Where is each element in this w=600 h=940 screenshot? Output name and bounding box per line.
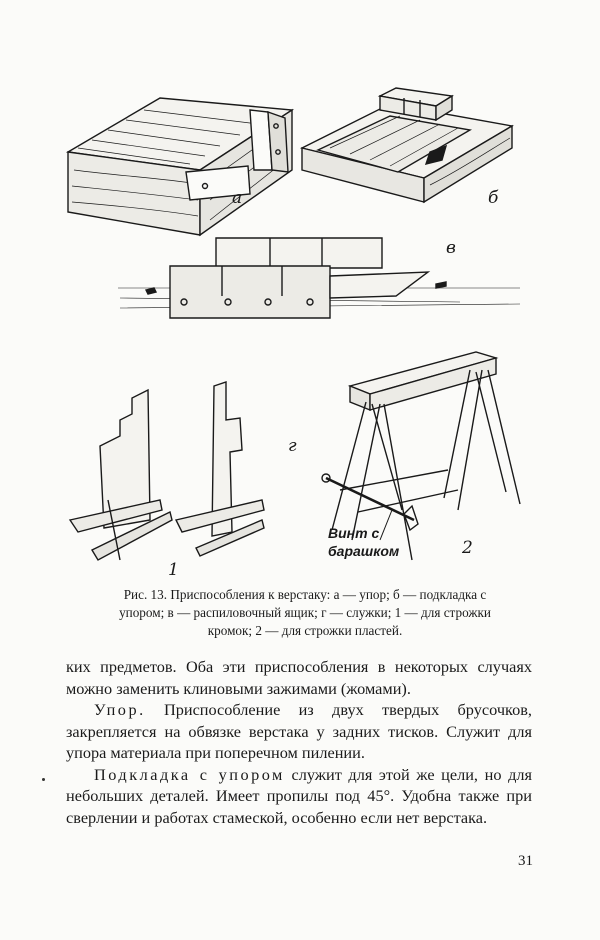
paragraph-2: Упор. Приспособление из двух твердых бру…	[66, 699, 532, 764]
figure-label-b: б	[488, 188, 499, 208]
figure-caption: Рис. 13. Приспособления к верстаку: а — …	[80, 586, 530, 640]
paragraph-1: ких предметов. Оба эти приспособления в …	[66, 657, 532, 698]
bench-stop-drawing	[65, 97, 295, 237]
callout-line-1: Винт с	[328, 525, 380, 541]
body-text: ких предметов. Оба эти приспособления в …	[66, 656, 532, 828]
figure-label-2: 2	[462, 538, 473, 558]
callout-line-2: барашком	[328, 543, 400, 559]
caption-line-1: Рис. 13. Приспособления к верстаку: а — …	[123, 587, 487, 602]
figure-13-illustration	[65, 87, 521, 561]
figure-label-1: 1	[168, 560, 179, 580]
caption-line-3: кромок; 2 — для строжки пластей.	[207, 623, 403, 638]
callout-wing-screw: Винт с барашком	[328, 524, 399, 560]
page-number: 31	[518, 853, 533, 869]
paragraph-3-text: служит для этой же цели, но для небольши…	[66, 764, 532, 827]
term-board-with-stop: Подкладка с упором	[94, 764, 285, 784]
paragraph-2-text: Приспособление из двух твердых брусочков…	[66, 700, 532, 762]
term-stop: Упор.	[94, 700, 146, 719]
figure-label-g: г	[288, 436, 297, 456]
caption-line-2: упором; в — распиловочный ящик; г — служ…	[119, 605, 491, 620]
edge-planing-holders-drawing	[68, 381, 265, 561]
paragraph-3: Подкладка с упором служит для этой же це…	[66, 764, 532, 829]
margin-dot	[42, 778, 45, 781]
figure-label-v: в	[446, 238, 456, 258]
miter-box-drawing	[118, 237, 521, 319]
sawhorse-drawing	[321, 351, 521, 561]
board-with-stop-drawing	[299, 87, 514, 204]
figure-label-a: а	[232, 188, 243, 208]
